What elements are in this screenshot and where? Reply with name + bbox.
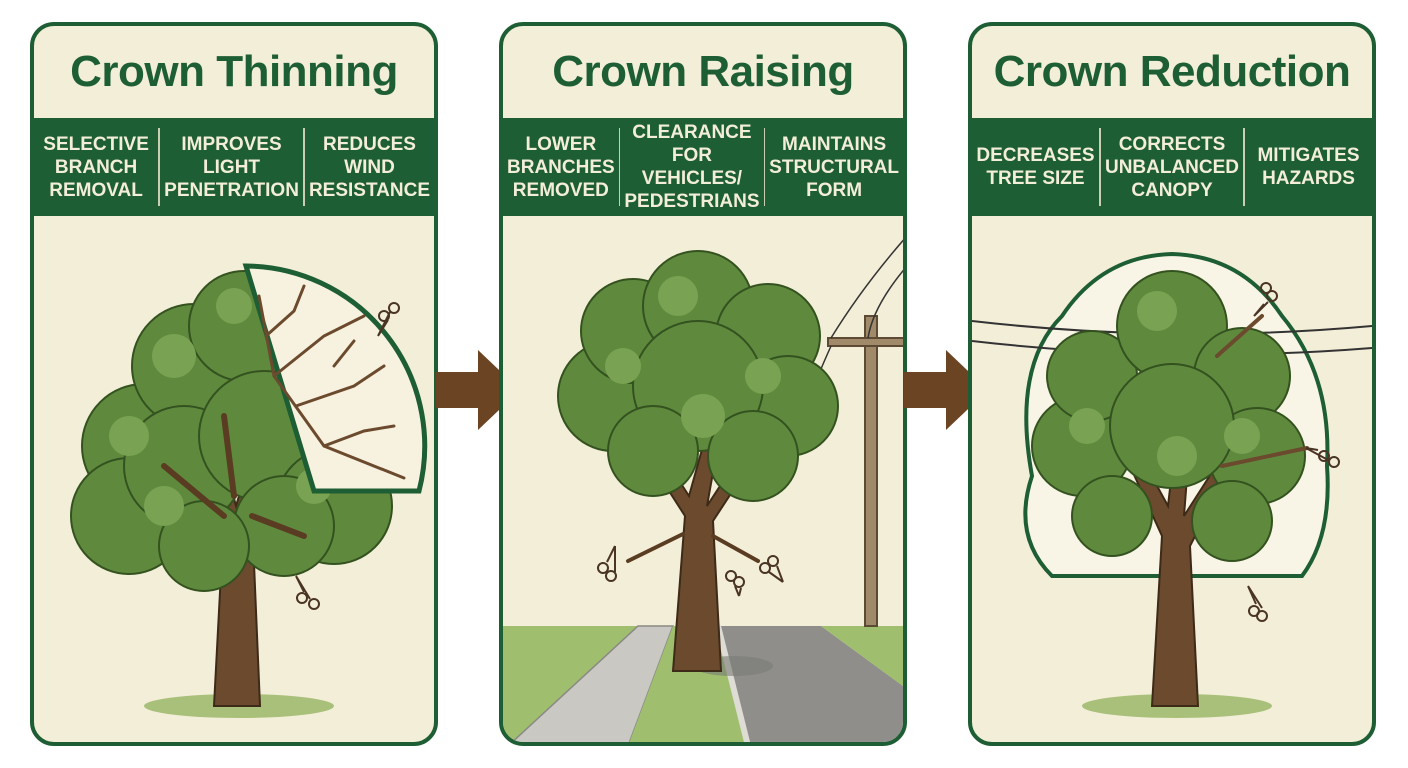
scissors-icon [597,545,617,582]
benefits-band: SELECTIVE BRANCH REMOVAL IMPROVES LIGHT … [34,118,434,216]
scissors-icon [1305,447,1340,468]
crown-reduction-illustration [972,216,1372,742]
arrow-right-icon [904,350,988,430]
scissors-icon [377,302,400,337]
benefit-label: DECREASES TREE SIZE [976,145,1095,189]
panel-crown-reduction: Crown Reduction DECREASES TREE SIZE CORR… [968,22,1376,746]
panel-title: Crown Raising [552,47,854,96]
divider [763,128,766,206]
scissors-icon [1253,282,1278,317]
benefit-label: LOWER BRANCHES REMOVED [507,133,615,201]
benefits-band: LOWER BRANCHES REMOVED CLEARANCE FOR VEH… [503,118,903,216]
scissors-icon [725,570,745,597]
crown-thinning-illustration [34,216,434,742]
benefit-label: MAINTAINS STRUCTURAL FORM [769,133,899,201]
divider [1098,128,1101,206]
divider [302,128,305,206]
divider [618,128,621,206]
benefit-label: REDUCES WIND RESISTANCE [308,133,430,201]
scissors-icon [1247,585,1268,622]
utility-pole-icon [802,239,903,627]
benefits-band: DECREASES TREE SIZE CORRECTS UNBALANCED … [972,118,1372,216]
benefit-label: SELECTIVE BRANCH REMOVAL [43,133,149,201]
crown-raising-illustration [503,216,903,742]
scissors-icon [295,575,320,610]
panel-title: Crown Reduction [993,47,1351,96]
divider [158,128,161,206]
scissors-icon [759,555,784,583]
benefit-label: MITIGATES HAZARDS [1257,145,1360,189]
benefit-label: CLEARANCE FOR VEHICLES/ PEDESTRIANS [624,122,760,212]
benefit-label: IMPROVES LIGHT PENETRATION [164,133,299,201]
benefit-label: CORRECTS UNBALANCED CANOPY [1104,133,1240,201]
panel-title: Crown Thinning [70,47,398,96]
panel-crown-thinning: Crown Thinning SELECTIVE BRANCH REMOVAL … [30,22,438,746]
divider [1243,128,1246,206]
panel-crown-raising: Crown Raising LOWER BRANCHES REMOVED CLE… [499,22,907,746]
